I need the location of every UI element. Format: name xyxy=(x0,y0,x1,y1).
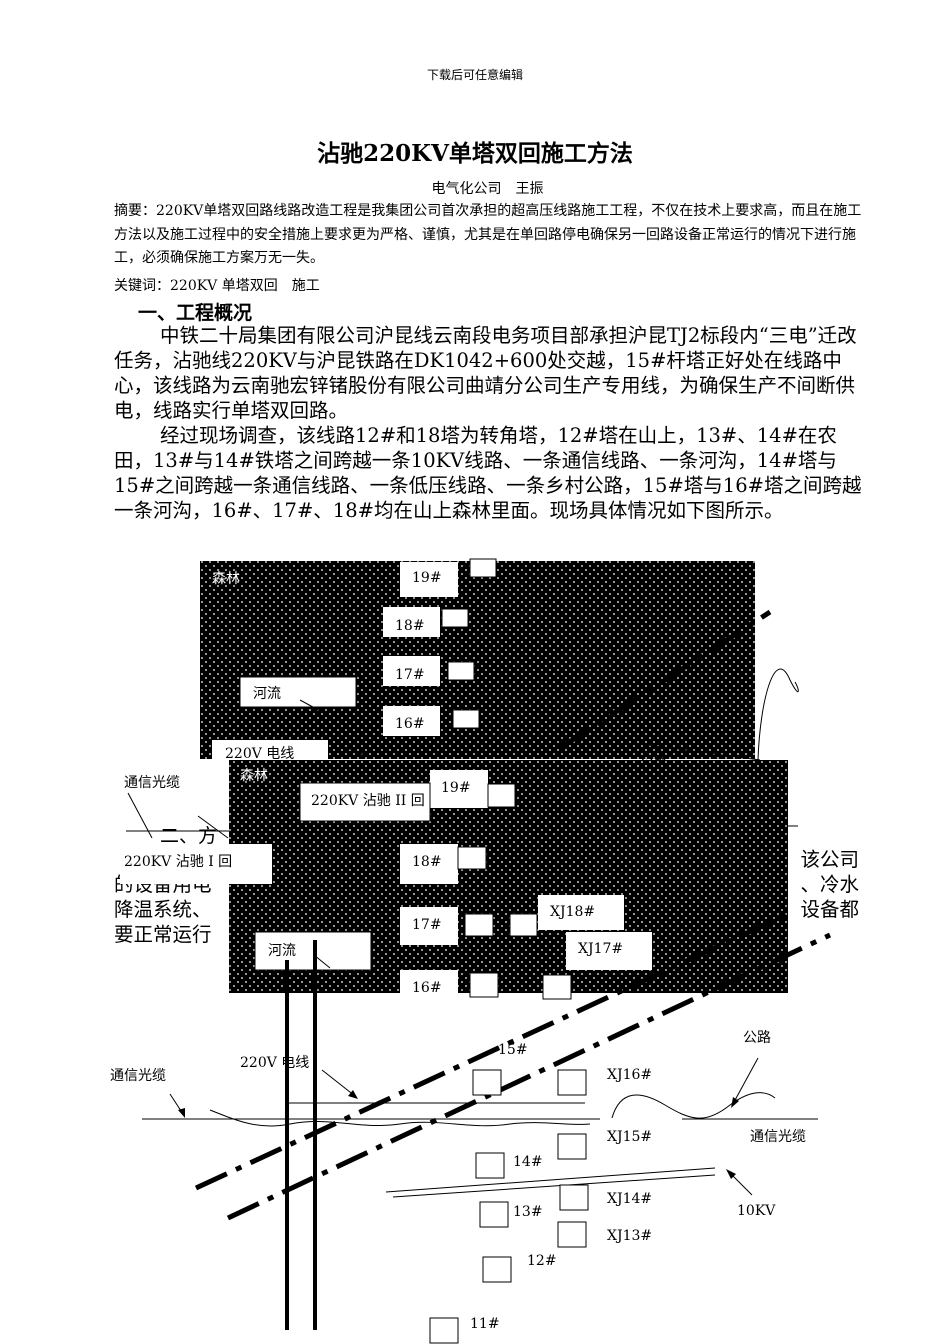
tower-17-main: 17# xyxy=(412,917,442,933)
line-ii-label: 220KV 沾驰 II 回 xyxy=(311,793,425,809)
paragraph-1: 中铁二十局集团有限公司沪昆线云南段电务项目部承担沪昆TJ2标段内“三电”迁改任务… xyxy=(114,323,872,423)
doc-title: 沾驰220KV单塔双回施工方法 xyxy=(317,140,633,167)
paragraph-2: 经过现场调查，该线路12#和18塔为转角塔，12#塔在山上，13#、14#在农田… xyxy=(114,423,872,523)
section-2-fragment: 二、方 xyxy=(160,825,217,847)
page-header: 下载后可任意编辑 xyxy=(426,68,523,82)
doc-author: 电气化公司 王振 xyxy=(431,181,544,197)
tower-16-top: 16# xyxy=(395,716,425,732)
xj14-label: XJ14# xyxy=(607,1191,652,1207)
bg-text-5: 设备都 xyxy=(800,898,859,921)
line-220v-label-main: 220V 电线 xyxy=(240,1055,309,1071)
river-label-top: 河流 xyxy=(253,686,281,702)
bg-text-1: 该公司 xyxy=(800,848,859,871)
forest-area-top xyxy=(200,561,755,759)
tower-18-top: 18# xyxy=(395,618,425,634)
tower-19-main: 19# xyxy=(441,780,471,796)
comm-cable-left-main: 通信光缆 xyxy=(110,1068,166,1084)
xj18-label: XJ18# xyxy=(550,904,595,920)
tower-11: 11# xyxy=(470,1316,500,1332)
tower-15: 15# xyxy=(498,1042,528,1058)
forest-label-main: 森林 xyxy=(240,768,268,784)
xj15-label: XJ15# xyxy=(607,1129,652,1145)
comm-cable-right: 通信光缆 xyxy=(750,1129,806,1145)
bg-text-6: 要正常运行 xyxy=(114,923,212,946)
paragraph-1-text: 中铁二十局集团有限公司沪昆线云南段电务项目部承担沪昆TJ2标段内“三电”迁改任务… xyxy=(114,324,857,422)
xj16-label: XJ16# xyxy=(607,1067,652,1083)
comm-cable-left-top: 通信光缆 xyxy=(124,775,180,791)
bg-text-4: 降温系统、 xyxy=(114,898,212,921)
keywords: 关键词：220KV 单塔双回 施工 xyxy=(114,278,320,294)
tower-12: 12# xyxy=(527,1253,557,1269)
abstract: 摘要：220KV单塔双回路线路改造工程是我集团公司首次承担的超高压线路施工工程，… xyxy=(114,203,862,266)
river-label-main: 河流 xyxy=(268,943,296,959)
tower-13: 13# xyxy=(513,1204,543,1220)
forest-label-top: 森林 xyxy=(212,571,240,587)
section-heading-1: 一、工程概况 xyxy=(138,302,253,324)
xj13-label: XJ13# xyxy=(607,1228,652,1244)
tower-19-top: 19# xyxy=(412,570,442,586)
tower-16-main: 16# xyxy=(412,980,442,996)
line-220v-label-top: 220V 电线 xyxy=(225,746,294,762)
xj17-label: XJ17# xyxy=(578,941,623,957)
tower-14: 14# xyxy=(513,1154,543,1170)
tower-17-top: 17# xyxy=(395,667,425,683)
paragraph-2-text: 经过现场调查，该线路12#和18塔为转角塔，12#塔在山上，13#、14#在农田… xyxy=(114,424,862,522)
10kv-label: 10KV xyxy=(737,1203,776,1219)
line-i-label: 220KV 沾驰 I 回 xyxy=(124,854,232,870)
bg-text-3: 、冷水 xyxy=(800,873,859,896)
road-label-main: 公路 xyxy=(743,1030,771,1046)
tower-18-main: 18# xyxy=(412,854,442,870)
